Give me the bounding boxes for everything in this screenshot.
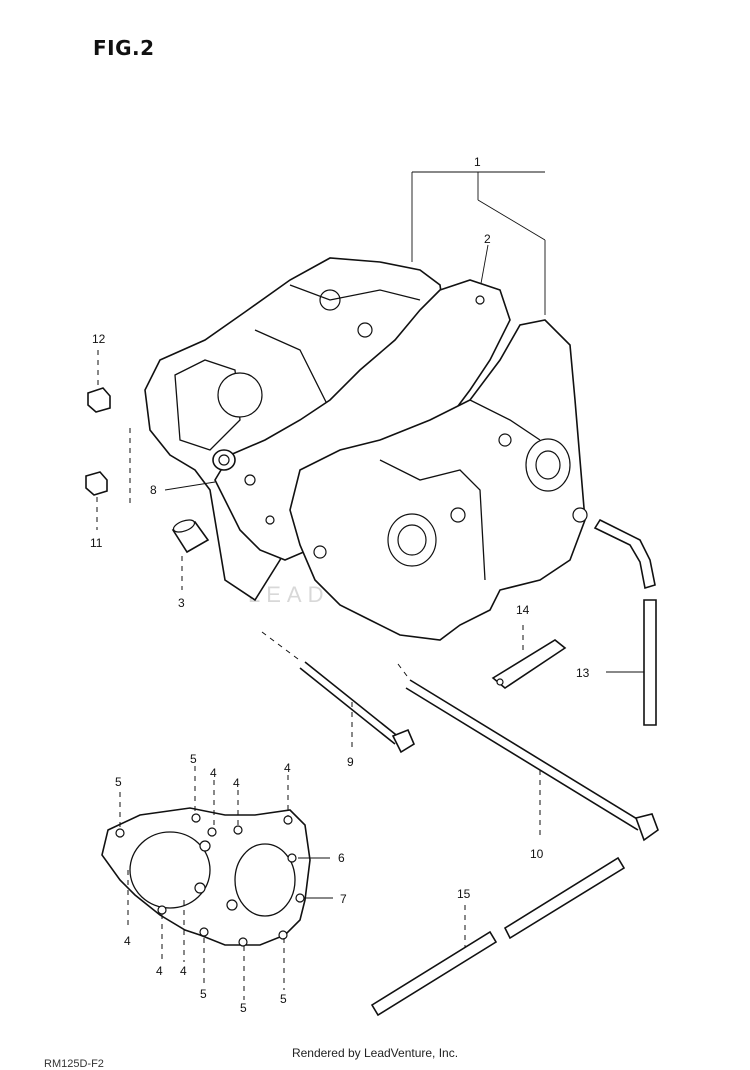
callout-4-b: 4 [233, 776, 240, 790]
callout-4-e: 4 [156, 964, 163, 978]
callout-10: 10 [530, 847, 544, 861]
callout-11: 11 [90, 536, 103, 550]
nut-lower [85, 471, 108, 530]
crankcase-right-half [289, 319, 588, 641]
crankcase-gasket [214, 279, 511, 561]
figure-title: FIG.2 [93, 36, 155, 60]
crankcase-cover [101, 807, 311, 947]
callout-3: 3 [178, 596, 185, 610]
crankcase-bolt-long [397, 663, 659, 842]
leader-part-1 [411, 171, 546, 315]
callout-6: 6 [338, 851, 345, 865]
crankcase-bolt-short [261, 631, 416, 754]
callout-4-f: 4 [180, 964, 187, 978]
callout-13: 13 [576, 666, 590, 680]
nut-upper [87, 350, 111, 413]
callout-14: 14 [516, 603, 530, 617]
callout-7: 7 [340, 892, 347, 906]
cover-leaders [119, 766, 333, 1000]
oil-seal [164, 449, 236, 491]
callout-5-b: 5 [190, 752, 197, 766]
callout-5-c: 5 [200, 987, 207, 1001]
callout-5-e: 5 [280, 992, 287, 1006]
callout-8: 8 [150, 483, 157, 497]
callout-12: 12 [92, 332, 106, 346]
callout-4-a: 4 [210, 766, 217, 780]
clamp [491, 625, 567, 689]
callout-4-c: 4 [284, 761, 291, 775]
tube [370, 856, 626, 1017]
callout-5-a: 5 [115, 775, 122, 789]
breather-hose [593, 518, 657, 726]
footer-credit: Rendered by LeadVenture, Inc. [291, 1046, 459, 1060]
callout-2: 2 [484, 232, 491, 246]
callout-15: 15 [457, 887, 471, 901]
callout-5-d: 5 [240, 1001, 247, 1015]
callout-9: 9 [347, 755, 354, 769]
callout-1: 1 [474, 155, 481, 169]
diagram-code: RM125D-F2 [44, 1058, 104, 1070]
dowel-pin [171, 519, 210, 590]
callout-4-d: 4 [124, 934, 131, 948]
